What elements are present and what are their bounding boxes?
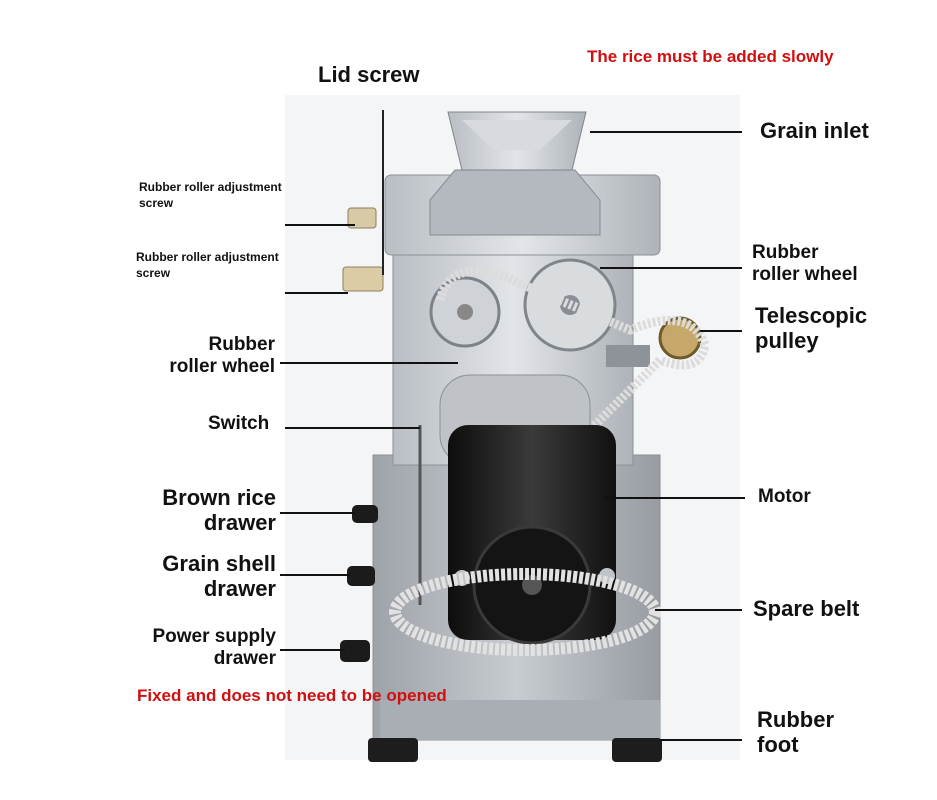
label-brown-rice-drawer: Brown rice drawer (162, 485, 276, 536)
label-lid-screw: Lid screw (318, 62, 420, 87)
rubber-foot-left (368, 738, 418, 762)
label-warning-bottom: Fixed and does not need to be opened (137, 686, 447, 705)
grain-shell-drawer-knob (347, 566, 375, 586)
rubber-foot-right (612, 738, 662, 762)
label-rubber-foot: Rubber foot (757, 707, 834, 758)
wheel-hub-left (457, 304, 473, 320)
label-rubber-roller-wheel-left: Rubber roller wheel (169, 334, 275, 377)
label-rubber-roller-wheel-right: Rubber roller wheel (752, 242, 858, 285)
brown-rice-drawer-knob (352, 505, 378, 523)
label-switch: Switch (208, 413, 270, 434)
pulley-bracket (606, 345, 650, 367)
base-bottom-panel (380, 700, 660, 740)
adjustment-screw-upper (347, 207, 377, 229)
label-adj-screw-2: Rubber roller adjustment screw (136, 250, 279, 281)
leader-lines (280, 131, 745, 741)
hopper-opening (462, 120, 572, 150)
drive-belt (435, 266, 710, 434)
label-telescopic-pulley: Telescopic pulley (755, 303, 868, 354)
label-spare-belt: Spare belt (753, 596, 860, 621)
label-warning-top: The rice must be added slowly (587, 47, 834, 66)
label-power-supply-drawer: Power supply drawer (152, 626, 276, 669)
spare-belt (389, 568, 661, 656)
label-motor: Motor (758, 486, 811, 507)
adjustment-screw-lower (342, 266, 384, 292)
label-grain-shell-drawer: Grain shell drawer (162, 551, 276, 602)
power-supply-drawer-knob (340, 640, 370, 662)
label-grain-inlet: Grain inlet (760, 118, 869, 143)
hopper-neck (429, 169, 601, 236)
label-adj-screw-1: Rubber roller adjustment screw (139, 180, 282, 211)
